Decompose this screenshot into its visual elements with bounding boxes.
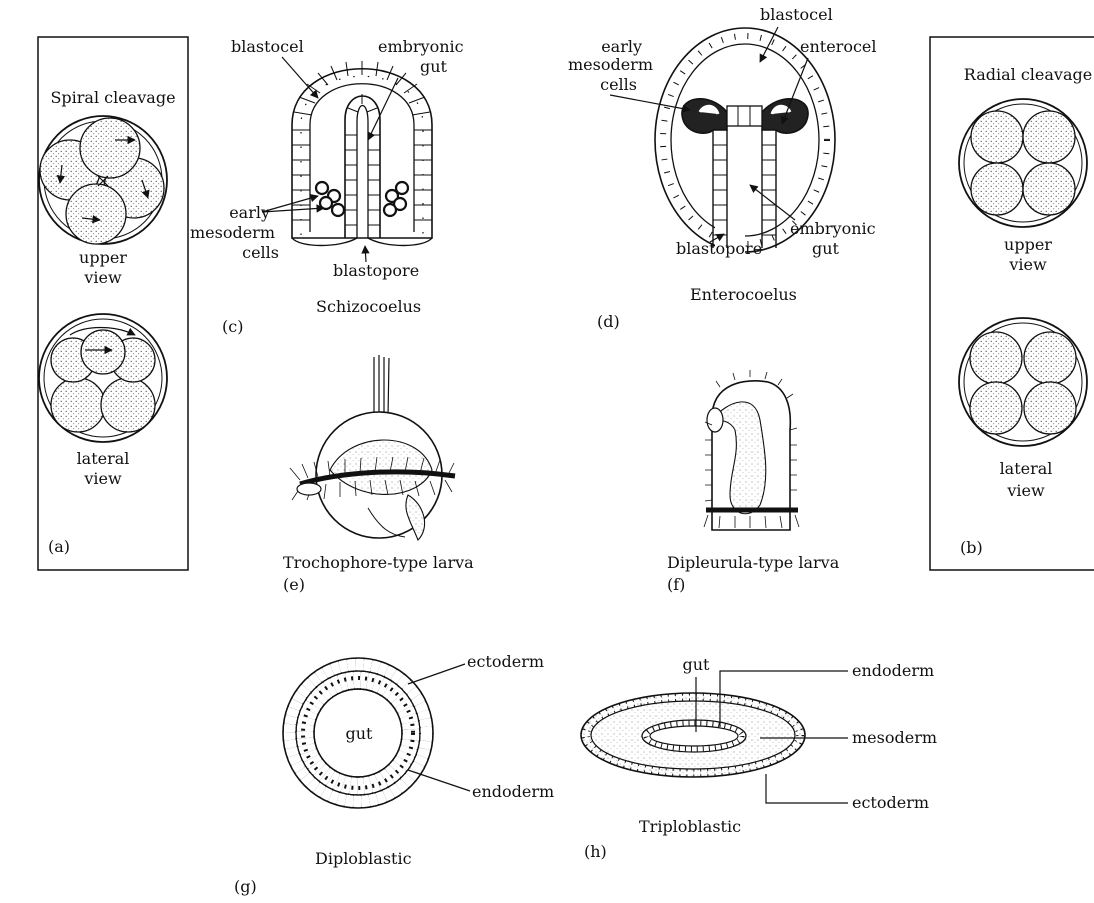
entero-gut-label-2: gut: [812, 239, 840, 258]
panel-d-letter: (d): [597, 312, 620, 331]
diplo-caption: Diploblastic: [315, 849, 412, 868]
spiral-upper-view-embryo: [39, 116, 167, 244]
entero-blastocel-label: blastocel: [760, 5, 833, 24]
radial-lateral-view-label: lateral: [1000, 459, 1053, 478]
entero-early-label: early: [601, 37, 642, 56]
radial-upper-view-embryo: [959, 99, 1087, 227]
panel-a-spiral-cleavage: Spiral cleavage upper view: [38, 37, 188, 570]
diplo-endoderm-label: endoderm: [472, 782, 554, 801]
panel-b-letter: (b): [960, 538, 983, 557]
schizo-mesoderm-label: mesoderm: [190, 223, 275, 242]
entero-blastopore-label: blastopore: [676, 239, 762, 258]
entero-mesoderm-label: mesoderm: [568, 55, 653, 74]
triplo-mesoderm-label: mesoderm: [852, 728, 937, 747]
panel-d-enterocoelus: blastocel early mesoderm cells enterocel…: [568, 5, 877, 331]
panel-g-letter: (g): [234, 877, 257, 896]
panel-b-radial-cleavage: Radial cleavage upper view lateral view …: [930, 37, 1094, 570]
schizo-blastocel-label: blastocel: [231, 37, 304, 56]
entero-cells-label: cells: [600, 75, 637, 94]
panel-a-letter: (a): [48, 537, 70, 556]
trochophore-caption: Trochophore-type larva: [283, 553, 474, 572]
radial-upper-view-label-2: view: [1008, 255, 1047, 274]
schizocoel-gastrula: [292, 61, 432, 246]
panel-c-letter: (c): [222, 317, 243, 336]
schizo-caption: Schizocoelus: [316, 297, 421, 316]
spiral-upper-view-label: upper: [79, 248, 127, 267]
triplo-ectoderm-label: ectoderm: [852, 793, 929, 812]
schizo-cells-label: cells: [242, 243, 279, 262]
spiral-upper-view-label-2: view: [83, 268, 122, 287]
entero-gut-label: embryonic: [790, 219, 876, 238]
panel-e-letter: (e): [283, 575, 305, 594]
triplo-endoderm-label: endoderm: [852, 661, 934, 680]
radial-upper-view-label: upper: [1004, 235, 1052, 254]
trochophore-larva-drawing: [290, 355, 455, 540]
diplo-gut-label: gut: [346, 724, 374, 743]
triploblastic-section: [581, 693, 805, 777]
panel-e-trochophore: Trochophore-type larva (e): [283, 355, 474, 594]
radial-lateral-view-label-2: view: [1006, 481, 1045, 500]
triplo-gut-label: gut: [683, 655, 711, 674]
diplo-ectoderm-label: ectoderm: [467, 652, 544, 671]
triplo-caption: Triploblastic: [639, 817, 741, 836]
panel-f-dipleurula: Dipleurula-type larva (f): [667, 370, 840, 594]
spiral-lateral-view-embryo: [39, 314, 167, 442]
panel-f-letter: (f): [667, 575, 685, 594]
spiral-lateral-view-label-2: view: [83, 469, 122, 488]
radial-lateral-view-embryo: [959, 318, 1087, 446]
schizo-early-label: early: [229, 203, 270, 222]
schizo-embryonic-gut-label-2: gut: [420, 57, 448, 76]
panel-h-triploblastic: gut endoderm mesoderm ectoderm Triplobla…: [581, 655, 937, 861]
dipleurula-caption: Dipleurula-type larva: [667, 553, 840, 572]
schizo-blastopore-label: blastopore: [333, 261, 419, 280]
panel-g-diploblastic: gut ectoderm endoderm Diploblastic (g): [234, 652, 554, 896]
entero-caption: Enterocoelus: [690, 285, 797, 304]
spiral-lateral-view-label: lateral: [77, 449, 130, 468]
schizo-embryonic-gut-label: embryonic: [378, 37, 464, 56]
panel-h-letter: (h): [584, 842, 607, 861]
panel-b-title: Radial cleavage: [964, 65, 1092, 84]
dipleurula-larva-drawing: [704, 370, 799, 530]
entero-enterocel-label: enterocel: [800, 37, 877, 56]
panel-a-title: Spiral cleavage: [50, 88, 175, 107]
panel-c-schizocoelus: blastocel embryonic gut early mesoderm c…: [190, 37, 464, 336]
